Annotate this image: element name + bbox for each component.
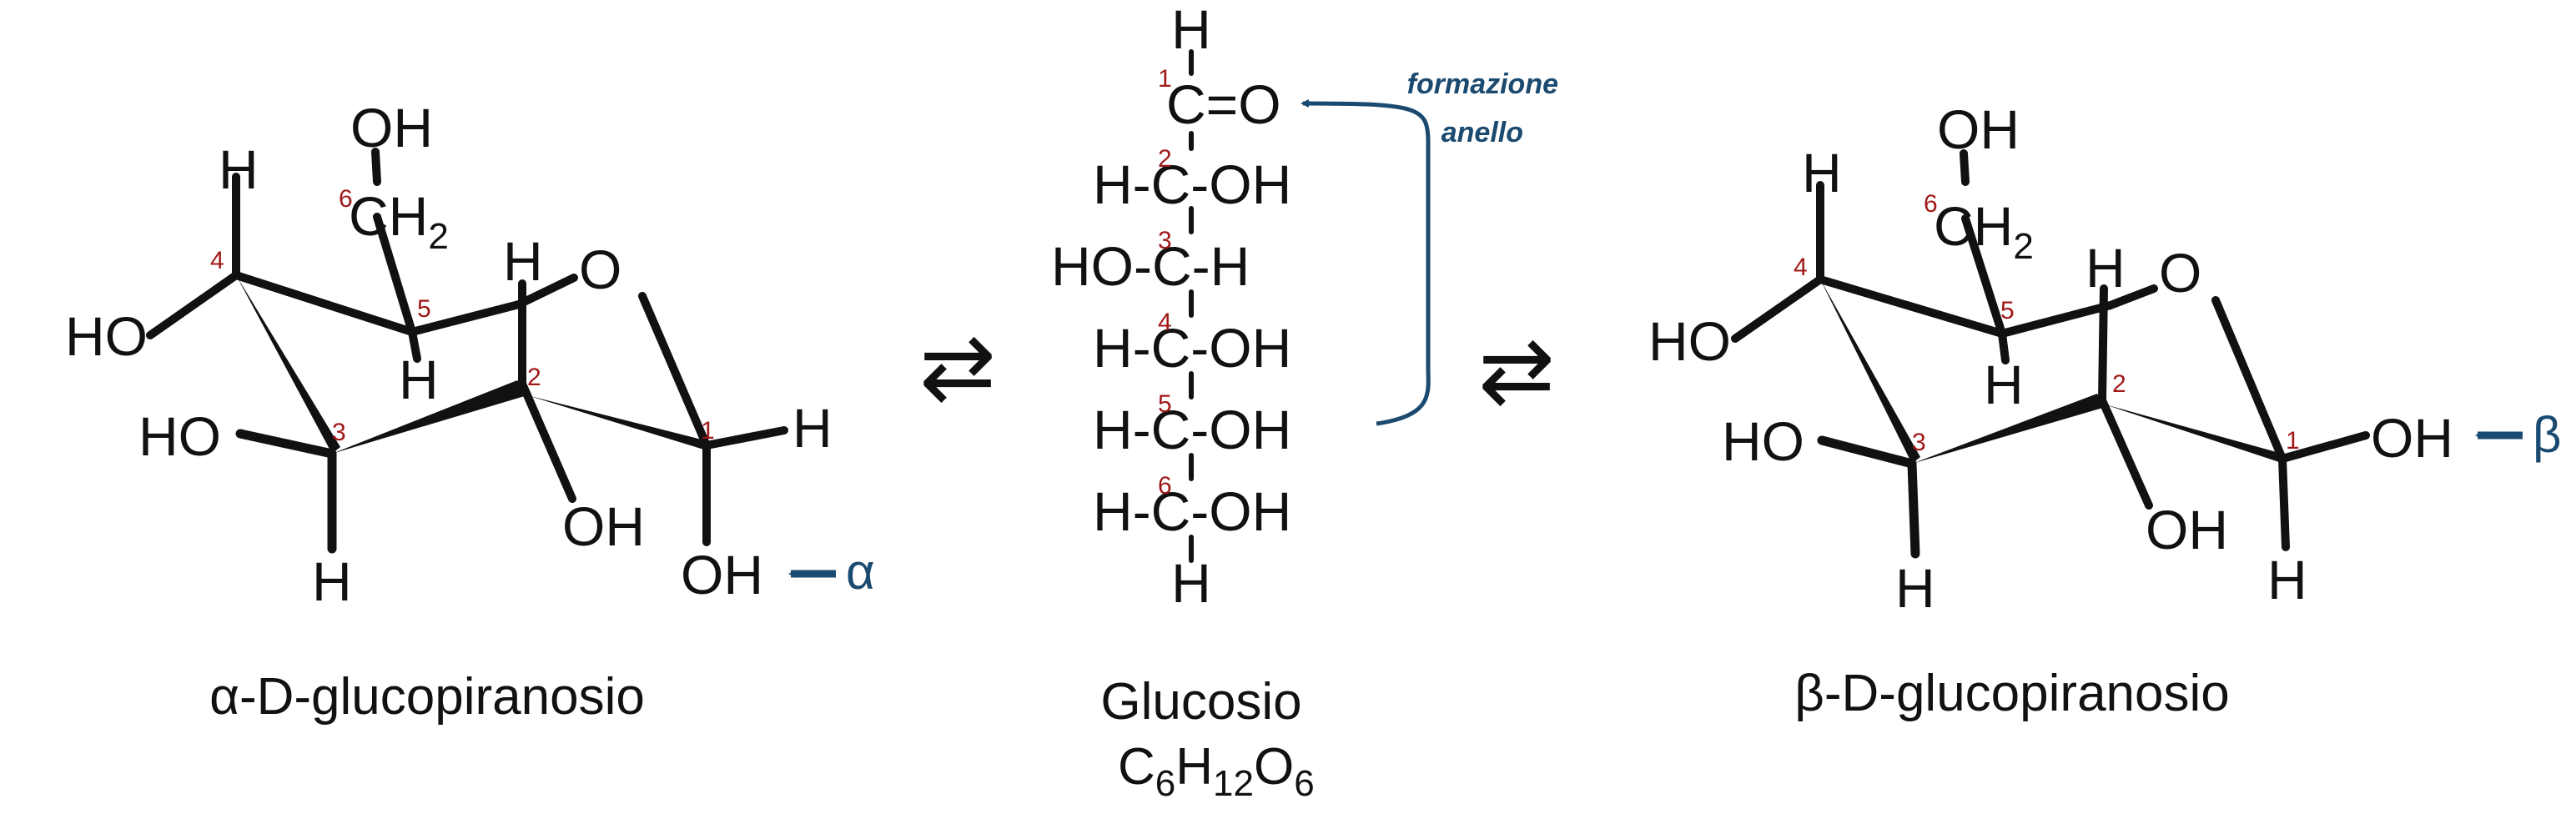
beta-anomer-symbol: β <box>2533 407 2562 463</box>
alpha-ring-oxygen: O <box>579 239 621 300</box>
glucose-fischer-projection: H C=O H-C-OH HO-C-H H-C-OH H-C-OH H-C-OH… <box>1051 0 1558 804</box>
ring-formation-label-line2: anello <box>1441 117 1523 148</box>
beta-ch2-group: CH2 <box>1934 195 2034 267</box>
beta-hydrogen-top: H <box>1802 142 1842 203</box>
beta-glucopyranose: H OH CH2 HO H H O HO OH H OH H 4 6 5 2 3… <box>1648 98 2562 722</box>
fischer-carbon-number-6: 6 <box>1158 472 1172 500</box>
alpha-hydrogen-top: H <box>219 138 259 200</box>
beta-carbon-number-1: 1 <box>2286 427 2300 455</box>
alpha-hydrogen-c3: H <box>312 550 352 612</box>
beta-hydroxyl-c4: HO <box>1648 310 1731 372</box>
beta-hydroxyl-c1: OH <box>2371 407 2453 469</box>
glucose-formula: C6H12O6 <box>1118 738 1315 804</box>
ring-formation-label-line1: formazione <box>1407 68 1558 100</box>
fischer-row-c4: H-C-OH <box>1093 317 1291 379</box>
ring-formation-arrow <box>1301 99 1431 426</box>
alpha-anomer-symbol: α <box>846 544 875 600</box>
beta-carbon-number-3: 3 <box>1912 429 1926 456</box>
beta-hydroxyl-c3: HO <box>1722 410 1804 472</box>
alpha-ch2-group: CH2 <box>349 185 449 257</box>
alpha-hydrogen-c5: H <box>399 349 439 410</box>
fischer-hydrogen-top: H <box>1171 0 1211 60</box>
fischer-row-c2: H-C-OH <box>1093 153 1291 215</box>
beta-hydroxyl-c6: OH <box>1937 98 2020 160</box>
fischer-hydrogen-bottom: H <box>1171 552 1211 614</box>
alpha-caption: α-D-glucopiranosio <box>209 668 645 726</box>
beta-carbon-number-5: 5 <box>2000 297 2015 324</box>
alpha-carbon-number-4: 4 <box>210 247 224 274</box>
beta-ring-oxygen: O <box>2159 242 2201 304</box>
alpha-hydroxyl-c6: OH <box>350 97 433 158</box>
fischer-carbon-number-3: 3 <box>1158 227 1172 254</box>
alpha-hydroxyl-c1: OH <box>681 544 763 605</box>
alpha-carbon-number-6: 6 <box>339 185 353 213</box>
fischer-carbon-number-5: 5 <box>1158 390 1172 418</box>
alpha-carbon-number-3: 3 <box>332 419 346 446</box>
beta-hydrogen-c1: H <box>2267 549 2307 610</box>
beta-carbon-number-4: 4 <box>1794 254 1808 281</box>
fischer-row-c6: H-C-OH <box>1093 480 1291 542</box>
fischer-carbon-number-1: 1 <box>1158 65 1172 93</box>
beta-carbon-number-6: 6 <box>1924 190 1938 218</box>
alpha-hydroxyl-c2: OH <box>562 495 645 557</box>
beta-hydroxyl-c2: OH <box>2146 499 2228 560</box>
alpha-carbon-number-5: 5 <box>417 295 431 323</box>
fischer-carbon-number-4: 4 <box>1158 309 1172 336</box>
fischer-aldehyde-row: C=O <box>1166 73 1281 135</box>
fischer-carbon-number-2: 2 <box>1158 145 1172 173</box>
fischer-row-c5: H-C-OH <box>1093 399 1291 460</box>
alpha-glucopyranose: H OH CH2 HO H H O HO H H OH OH 4 6 5 2 3… <box>65 97 875 726</box>
fischer-row-c3: HO-C-H <box>1051 235 1250 297</box>
alpha-hydroxyl-c3: HO <box>138 405 221 467</box>
beta-carbon-number-2: 2 <box>2112 370 2126 398</box>
beta-caption: β-D-glucopiranosio <box>1794 665 2230 722</box>
beta-hydrogen-c3: H <box>1895 557 1935 619</box>
alpha-hydrogen-c1: H <box>792 397 833 459</box>
alpha-hydroxyl-c4: HO <box>65 305 148 367</box>
equilibrium-arrow-left: ⇄ <box>919 314 996 420</box>
alpha-carbon-number-1: 1 <box>701 417 715 445</box>
glucose-caption: Glucosio <box>1100 673 1301 731</box>
alpha-hydrogen-c2-top: H <box>503 230 543 292</box>
equilibrium-arrow-right: ⇄ <box>1478 317 1555 424</box>
beta-hydrogen-c2-top: H <box>2085 237 2126 299</box>
beta-hydrogen-c5: H <box>1984 354 2024 415</box>
alpha-carbon-number-2: 2 <box>527 364 541 391</box>
